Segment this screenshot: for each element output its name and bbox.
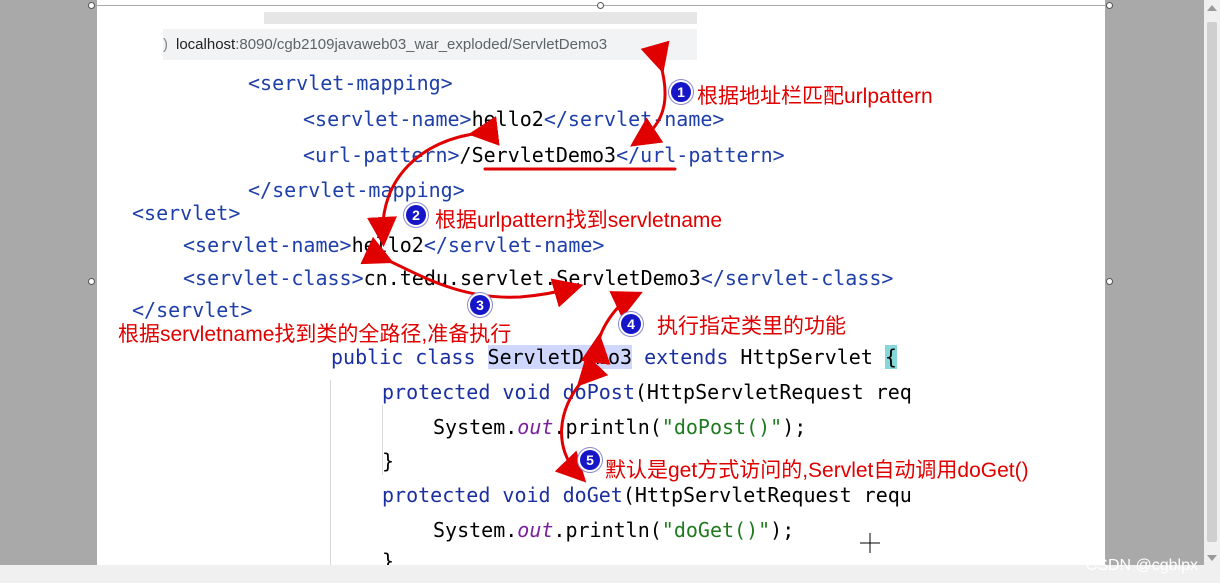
code-line-servlet-open: <servlet> [132, 201, 241, 225]
url-path: :8090/cgb2109javaweb03_war_exploded/Serv… [235, 36, 608, 53]
code-line-doget-decl: protected void doGet(HttpServletRequest … [382, 483, 912, 507]
step-badge-3: 3 [470, 295, 490, 315]
indent-guide [382, 405, 383, 475]
code-line-mapping-open: <servlet-mapping> [248, 71, 453, 95]
crosshair-cursor-icon [860, 533, 880, 553]
annotation-step-3: 根据servletname找到类的全路径,准备执行 [118, 323, 512, 346]
resize-handle-mid-left[interactable] [88, 278, 95, 285]
code-line-servlet-close: </servlet> [132, 298, 253, 322]
scroll-down-icon[interactable] [1207, 555, 1217, 561]
resize-handle-top-right[interactable] [1106, 2, 1113, 9]
scroll-up-icon[interactable] [1207, 5, 1217, 11]
annotation-step-5: 默认是get方式访问的,Servlet自动调用doGet() [605, 459, 1029, 482]
arrow-4 [580, 291, 643, 365]
url-prefix: ) [163, 36, 168, 53]
arrow-1 [630, 40, 670, 147]
indent-guide [330, 380, 331, 580]
vertical-scrollbar[interactable] [1204, 0, 1220, 583]
arrow-3 [360, 236, 584, 308]
code-line-doget-body: System.out.println("doGet()"); [433, 518, 795, 542]
resize-handle-top-left[interactable] [88, 2, 95, 9]
arrow-2 [367, 116, 500, 247]
step-badge-2: 2 [406, 205, 426, 225]
horizontal-scrollbar[interactable] [0, 565, 1204, 583]
step-badge-4: 4 [621, 314, 641, 334]
step-badge-5: 5 [580, 450, 600, 470]
annotation-step-1: 根据地址栏匹配urlpattern [697, 85, 933, 108]
arrow-5 [554, 354, 609, 483]
annotation-step-2: 根据urlpattern找到servletname [435, 209, 723, 232]
url-host: localhost [176, 36, 236, 53]
resize-handle-mid-right[interactable] [1106, 278, 1113, 285]
browser-tab-strip [264, 12, 697, 24]
resize-handle-top-center[interactable] [597, 2, 604, 9]
watermark: CSDN @cgblpx [1085, 557, 1198, 574]
code-line-dopost-close: } [382, 449, 395, 473]
address-bar[interactable]: ) localhost:8090/cgb2109javaweb03_war_exp… [163, 29, 697, 60]
annotation-step-4: 执行指定类里的功能 [657, 315, 846, 338]
step-badge-1: 1 [671, 82, 691, 102]
scroll-thumb[interactable] [1207, 22, 1217, 542]
